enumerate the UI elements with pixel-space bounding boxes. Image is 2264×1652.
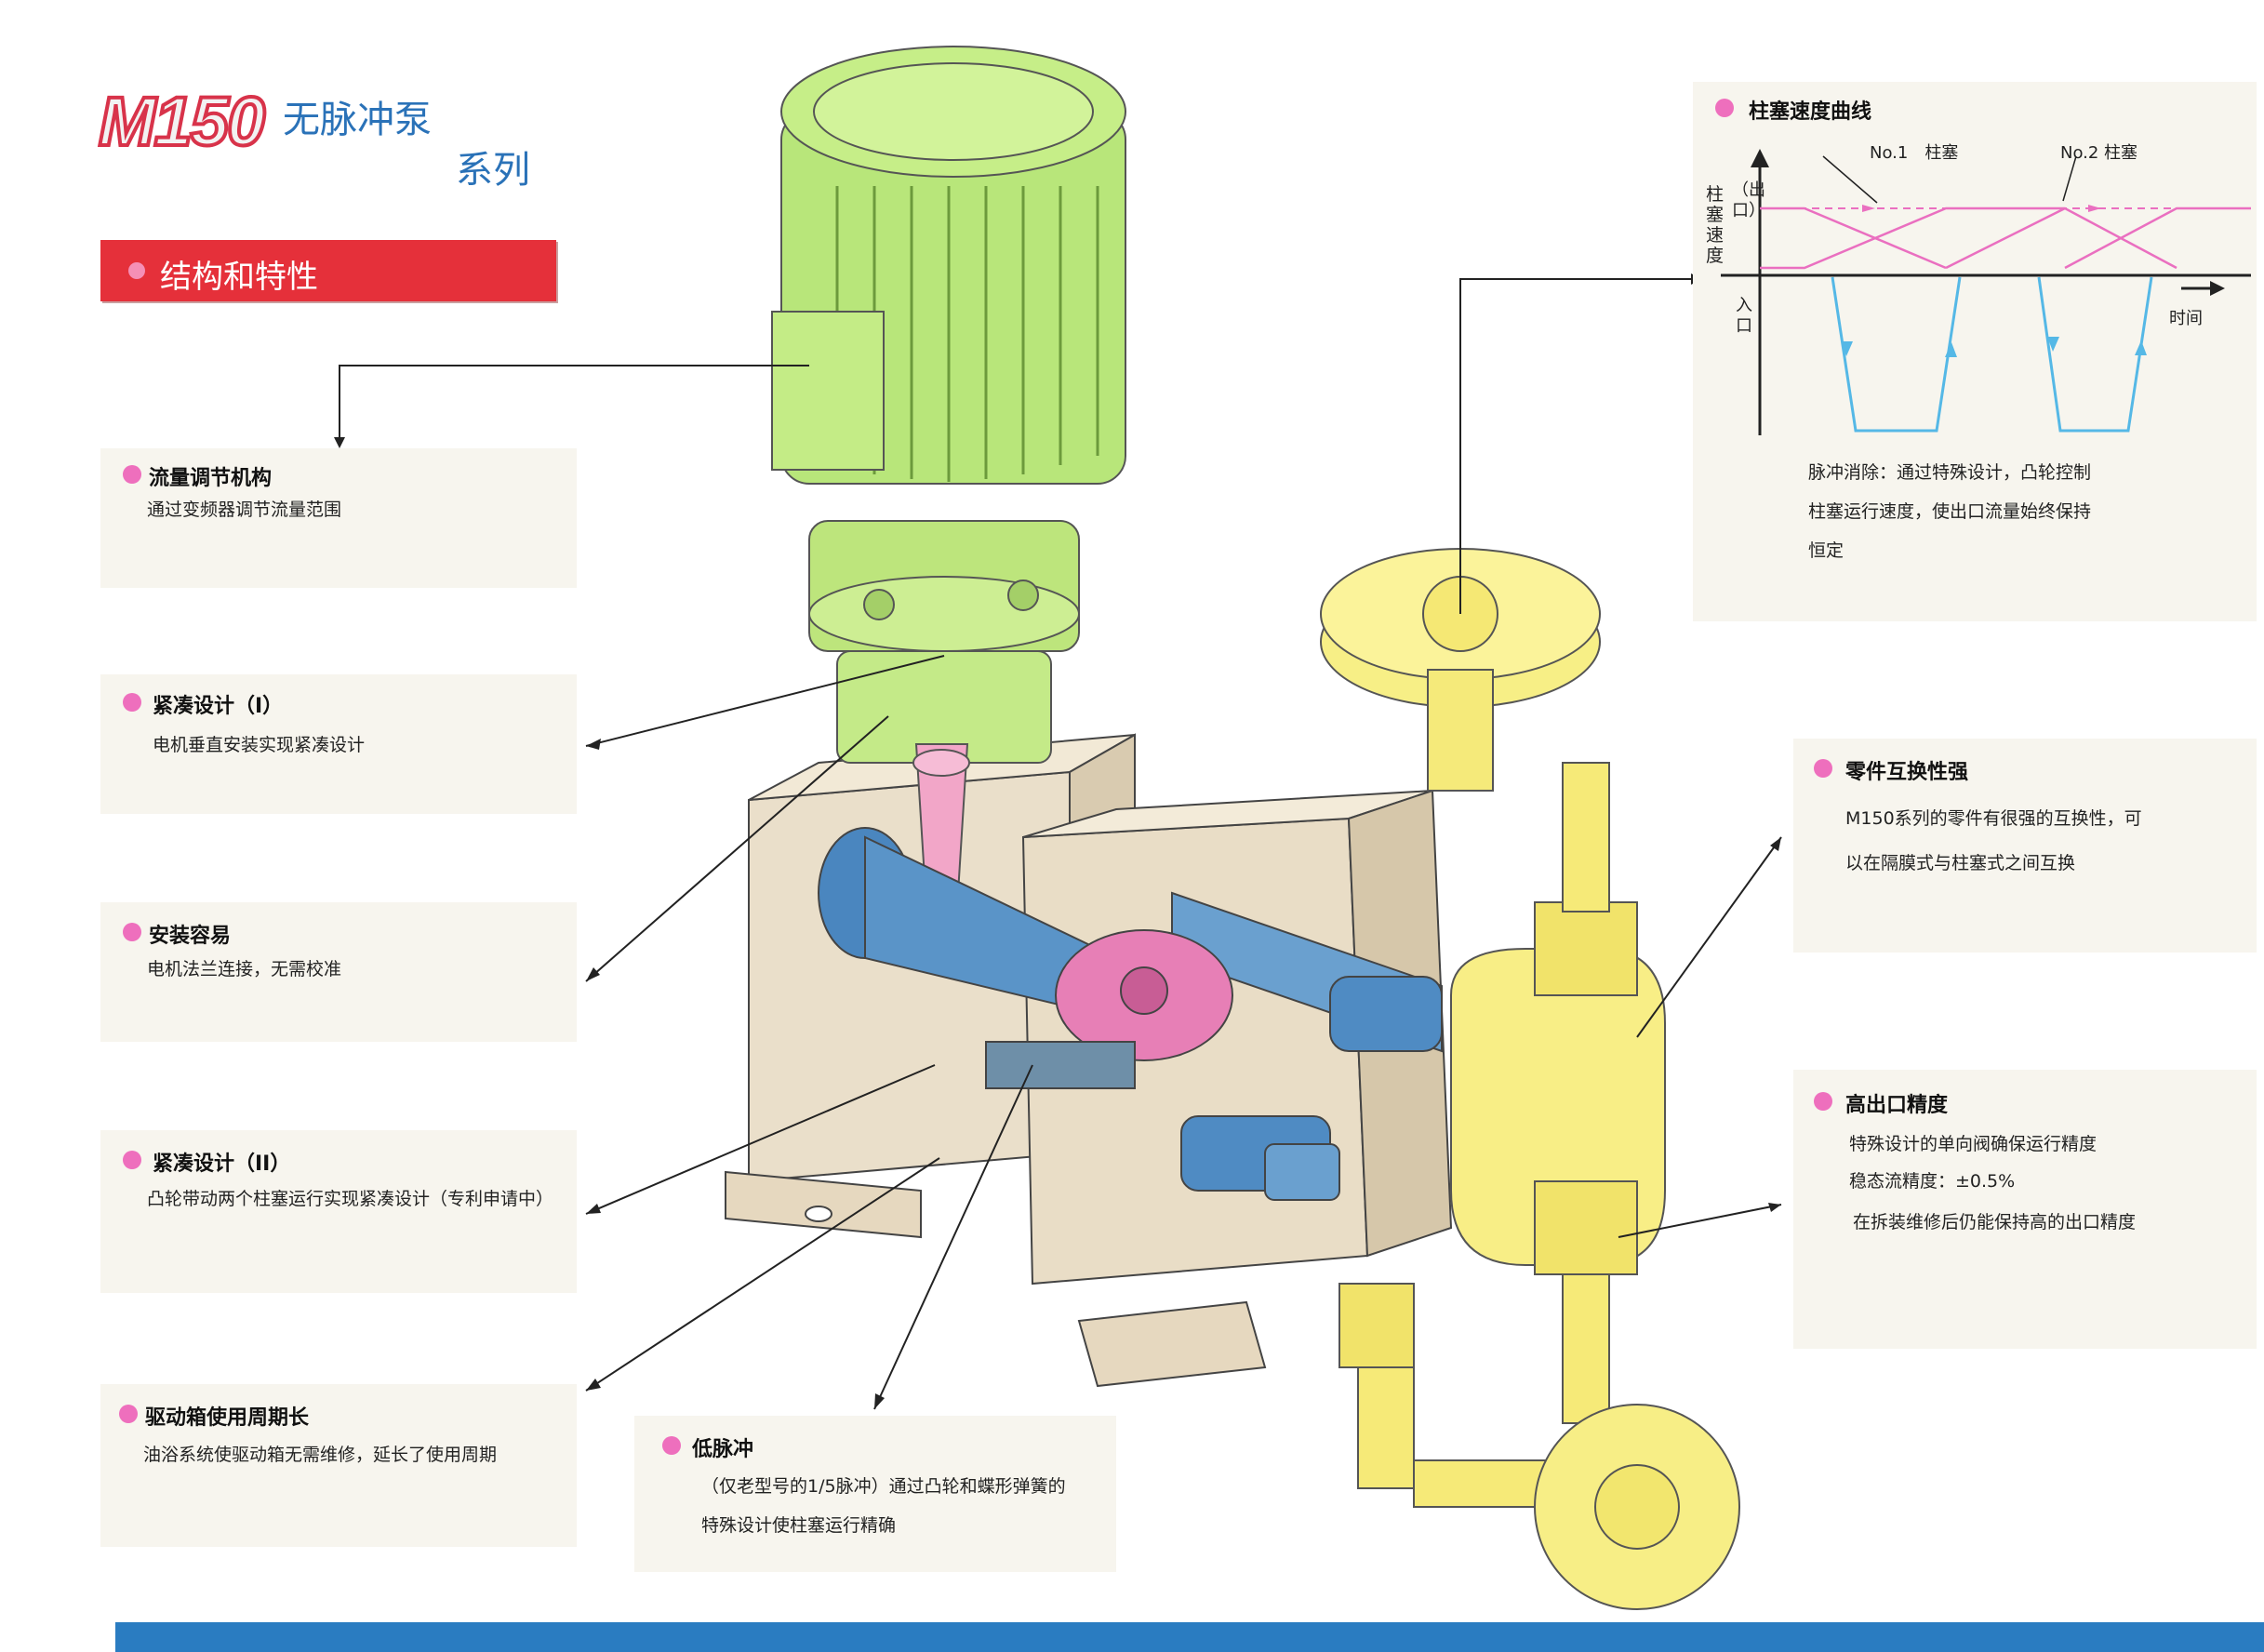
bullet-icon xyxy=(123,693,141,712)
feature-desc: M150系列的零件有很强的互换性，可 xyxy=(1845,808,2142,829)
feature-title: 低脉冲 xyxy=(692,1438,754,1461)
feature-desc: 特殊设计的单向阀确保运行精度 xyxy=(1849,1134,2098,1154)
bullet-icon xyxy=(662,1436,681,1455)
page-subtitle: 系列 xyxy=(456,149,530,192)
bullet-icon xyxy=(123,923,141,941)
feature-title: 安装容易 xyxy=(149,925,232,948)
bullet-icon xyxy=(119,1405,138,1423)
time-label: 时间 xyxy=(2169,309,2203,328)
motor xyxy=(771,46,1126,764)
curve-desc: 柱塞运行速度，使出口流量始终保持 xyxy=(1808,501,2092,522)
curve-desc: 脉冲消除：通过特殊设计，凸轮控制 xyxy=(1808,462,2092,483)
feature-desc: 特殊设计使柱塞运行精确 xyxy=(701,1515,897,1536)
plunger-speed-curve xyxy=(1721,149,2251,435)
bullet-icon xyxy=(123,465,141,484)
feature-title: 驱动箱使用周期长 xyxy=(145,1406,310,1430)
feature-flow-adjust: 流量调节机构 通过变频器调节流量范围 xyxy=(100,448,577,588)
page-title: 无脉冲泵 xyxy=(283,99,432,141)
feature-outlet-precision: 高出口精度 特殊设计的单向阀确保运行精度 稳态流精度：±0.5% 在拆装维修后仍… xyxy=(1793,1070,2257,1349)
plunger-shafts xyxy=(818,827,1443,1201)
feature-title: 高出口精度 xyxy=(1845,1094,1949,1117)
feature-desc: 通过变频器调节流量范围 xyxy=(147,500,342,520)
curve-panel: 柱塞速度曲线 xyxy=(1693,82,2257,621)
feature-desc: 在拆装维修后仍能保持高的出口精度 xyxy=(1853,1212,2137,1232)
feature-desc: 凸轮带动两个柱塞运行实现紧凑设计（专利申请中） xyxy=(147,1189,554,1209)
feature-compact-1: 紧凑设计（I） 电机垂直安装实现紧凑设计 xyxy=(100,674,577,814)
bullet-icon xyxy=(1814,1092,1832,1111)
feature-desc: 稳态流精度：±0.5% xyxy=(1849,1171,2016,1192)
curve-label-no2: No.2 柱塞 xyxy=(2060,143,2138,163)
footer-bar xyxy=(115,1622,2264,1652)
feature-interchangeable: 零件互换性强 M150系列的零件有很强的互换性，可 以在隔膜式与柱塞式之间互换 xyxy=(1793,739,2257,953)
bullet-icon xyxy=(1814,759,1832,778)
bullet-icon xyxy=(123,1151,141,1169)
feature-low-pulse: 低脉冲 （仅老型号的1/5脉冲）通过凸轮和蝶形弹簧的 特殊设计使柱塞运行精确 xyxy=(634,1416,1116,1572)
feature-title: 紧凑设计（I） xyxy=(153,695,284,718)
feature-long-life: 驱动箱使用周期长 油浴系统使驱动箱无需维修，延长了使用周期 xyxy=(100,1384,577,1547)
curve-title: 柱塞速度曲线 xyxy=(1749,100,1872,124)
feature-desc: 以在隔膜式与柱塞式之间互换 xyxy=(1845,853,2076,873)
pump-head xyxy=(1320,548,1740,1610)
curve-desc: 恒定 xyxy=(1808,540,1844,561)
inlet-label: 入口 xyxy=(1736,296,1752,336)
feature-desc: 电机法兰连接，无需校准 xyxy=(147,959,342,979)
feature-easy-install: 安装容易 电机法兰连接，无需校准 xyxy=(100,902,577,1042)
connector-lines xyxy=(339,278,1782,1410)
brand-logo: M150 xyxy=(97,81,267,162)
feature-title: 流量调节机构 xyxy=(149,467,273,490)
feature-desc: （仅老型号的1/5脉冲）通过凸轮和蝶形弹簧的 xyxy=(701,1476,1066,1497)
coupling xyxy=(912,743,970,894)
bullet-icon xyxy=(128,262,145,279)
arrow-right-icon xyxy=(2210,281,2225,296)
feature-desc: 电机垂直安装实现紧凑设计 xyxy=(153,735,366,755)
section-label: 结构和特性 xyxy=(160,259,318,296)
bullet-icon xyxy=(1715,99,1734,117)
curve-label-no1: No.1 柱塞 xyxy=(1870,143,1959,163)
arrow-up-icon xyxy=(1751,149,1769,167)
feature-desc: 油浴系统使驱动箱无需维修，延长了使用周期 xyxy=(143,1445,498,1465)
outlet-label: （出口） xyxy=(1732,180,1765,220)
section-header: 结构和特性 xyxy=(100,240,556,301)
y-axis-label: 柱塞速度 xyxy=(1706,184,1725,266)
cam xyxy=(985,929,1233,1089)
feature-compact-2: 紧凑设计（II） 凸轮带动两个柱塞运行实现紧凑设计（专利申请中） xyxy=(100,1130,577,1293)
feature-title: 紧凑设计（II） xyxy=(153,1152,291,1176)
feature-title: 零件互换性强 xyxy=(1845,761,1969,784)
